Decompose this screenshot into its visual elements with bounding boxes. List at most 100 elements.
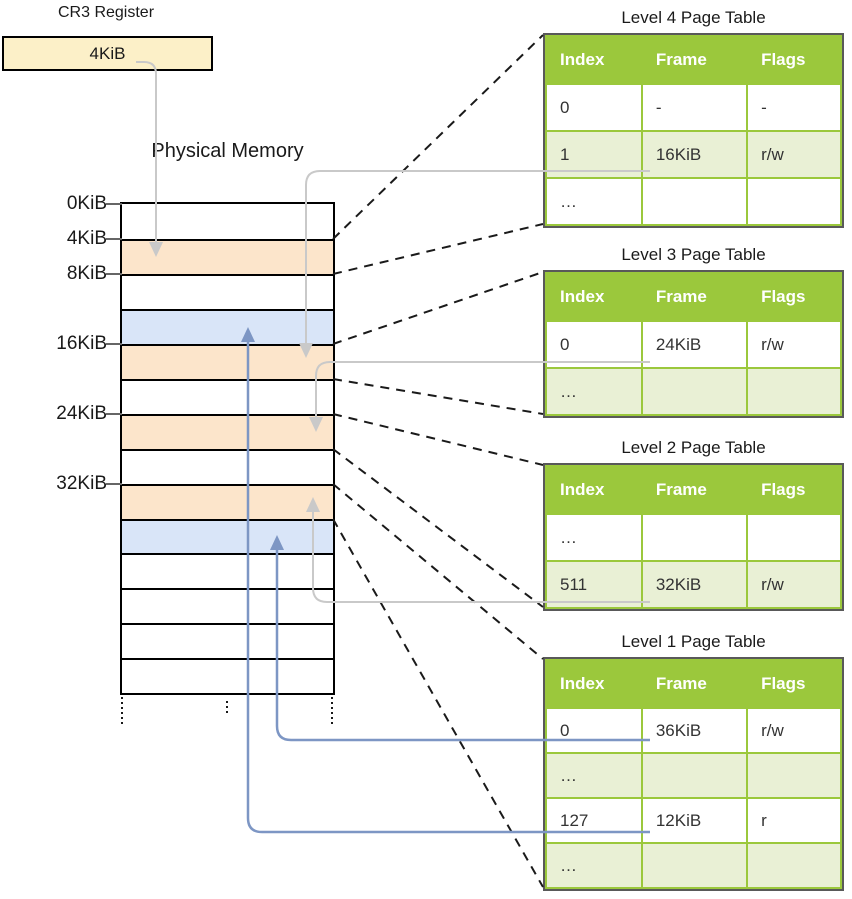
table-row: … (545, 752, 842, 799)
memory-row-free (122, 204, 333, 239)
memory-row-free (122, 658, 333, 693)
dashed-frame16-to-level3-top (332, 271, 544, 345)
table-cell: r/w (746, 707, 842, 754)
page-table-title: Level 4 Page Table (621, 8, 766, 27)
memory-row-free (122, 623, 333, 658)
address-label: 4KiB (66, 228, 107, 249)
header-cell: Frame (640, 272, 749, 322)
page-table-title: Level 2 Page Table (621, 438, 766, 457)
memory-row-free (122, 588, 333, 623)
table-cell (746, 752, 842, 799)
table-cell: 32KiB (640, 560, 749, 609)
table-cell: r/w (746, 320, 842, 369)
table-row: … (545, 367, 842, 416)
table-row: … (545, 513, 842, 562)
table-cell: 0 (545, 83, 643, 132)
dashed-frame16-to-level3-bottom (332, 378, 544, 415)
header-cell: Index (545, 659, 643, 709)
header-cell: Index (545, 465, 643, 515)
table-cell: 0 (545, 707, 643, 754)
memory-row-page-table (122, 414, 333, 449)
dashed-frame24-to-level2-top (332, 413, 544, 466)
header-cell: Flags (746, 272, 842, 322)
table-cell: … (545, 367, 643, 416)
dashed-frame4-to-level4-bottom (332, 223, 544, 275)
table-cell: 511 (545, 560, 643, 609)
address-label: 8KiB (66, 263, 107, 284)
table-cell (640, 842, 749, 889)
header-cell: Flags (746, 35, 842, 85)
header-cell: Flags (746, 659, 842, 709)
table-cell (746, 367, 842, 416)
dashed-frame24-to-level2-bottom (332, 448, 544, 608)
physical-memory-title: Physical Memory (151, 140, 304, 162)
memory-row-page-table (122, 239, 333, 274)
table-cell: r (746, 797, 842, 844)
table-cell: 1 (545, 130, 643, 179)
table-cell: … (545, 842, 643, 889)
table-cell (640, 513, 749, 562)
memory-row-mapped-page (122, 519, 333, 553)
header-cell: Index (545, 35, 643, 85)
cr3-register-box: 4KiB (2, 36, 213, 71)
table-cell: 0 (545, 320, 643, 369)
table-cell (746, 842, 842, 889)
header-cell: Index (545, 272, 643, 322)
table-cell (640, 177, 749, 226)
cr3-register-label: CR3 Register (57, 4, 155, 21)
table-cell (746, 177, 842, 226)
memory-box (120, 202, 335, 695)
table-cell: … (545, 513, 643, 562)
header-cell: Frame (640, 35, 749, 85)
table-cell: … (545, 177, 643, 226)
table-cell: - (640, 83, 749, 132)
table-cell: … (545, 752, 643, 799)
table-cell: 16KiB (640, 130, 749, 179)
address-label: 24KiB (56, 403, 107, 424)
address-label: 32KiB (56, 473, 107, 494)
table-cell: 12KiB (640, 797, 749, 844)
memory-row-free (122, 553, 333, 588)
memory-row-page-table (122, 344, 333, 379)
table-cell: 24KiB (640, 320, 749, 369)
table-row: … (545, 842, 842, 889)
header-cell: Flags (746, 465, 842, 515)
address-label: 0KiB (66, 193, 107, 214)
dashed-frame32-to-level1-top (332, 483, 544, 660)
dashed-frame4-to-level4-top (332, 34, 544, 240)
table-cell (746, 513, 842, 562)
table-cell: 127 (545, 797, 643, 844)
cr3-register-value: 4KiB (89, 44, 126, 63)
table-row: 0-- (545, 83, 842, 132)
table-cell: r/w (746, 130, 842, 179)
memory-continuation-dots (121, 697, 333, 727)
page-table-title: Level 3 Page Table (621, 245, 766, 264)
header-cell: Frame (640, 659, 749, 709)
table-cell: 36KiB (640, 707, 749, 754)
memory-row-page-table (122, 484, 333, 519)
table-row: … (545, 177, 842, 226)
table-cell (640, 367, 749, 416)
memory-row-free (122, 379, 333, 414)
table-cell: - (746, 83, 842, 132)
memory-row-free (122, 274, 333, 309)
memory-row-mapped-page (122, 309, 333, 344)
page-table-title: Level 1 Page Table (621, 632, 766, 651)
header-cell: Frame (640, 465, 749, 515)
table-cell: r/w (746, 560, 842, 609)
address-label: 16KiB (56, 333, 107, 354)
